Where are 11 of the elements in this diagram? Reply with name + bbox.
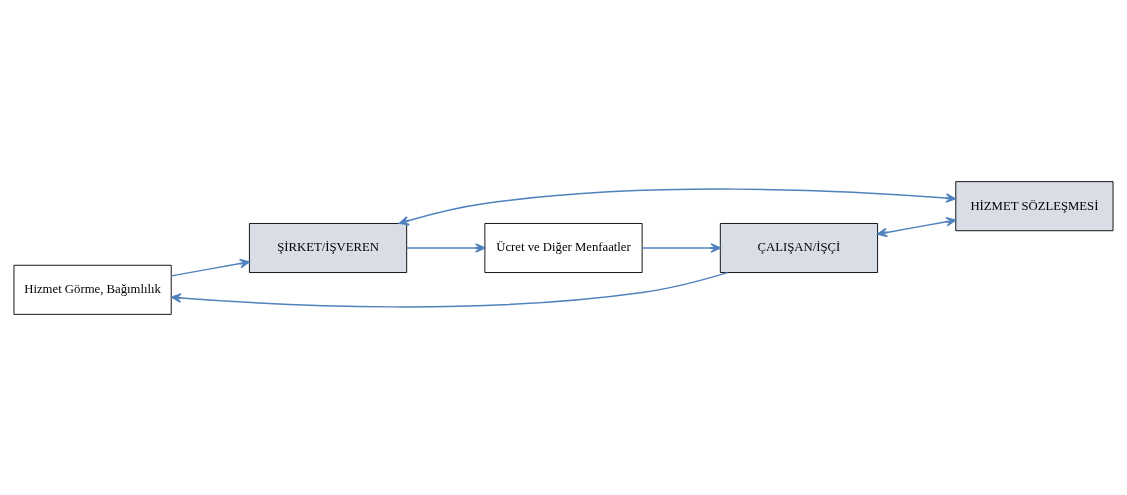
- arrow: [170, 271, 729, 308]
- node-box: ŞİRKET/İŞVEREN: [248, 222, 408, 273]
- node-box: ÇALIŞAN/İŞÇİ: [719, 222, 879, 273]
- arrow: [876, 216, 957, 237]
- node-box: HİZMET SÖZLEŞMESİ: [955, 180, 1114, 231]
- node-box: Hizmet Görme, Bağımlılık: [13, 264, 172, 315]
- arrow: [398, 187, 957, 225]
- arrow: [641, 242, 721, 253]
- arrow: [406, 242, 486, 253]
- node-box: Ücret ve Diğer Menfaatler: [484, 222, 643, 273]
- arrow: [170, 258, 250, 277]
